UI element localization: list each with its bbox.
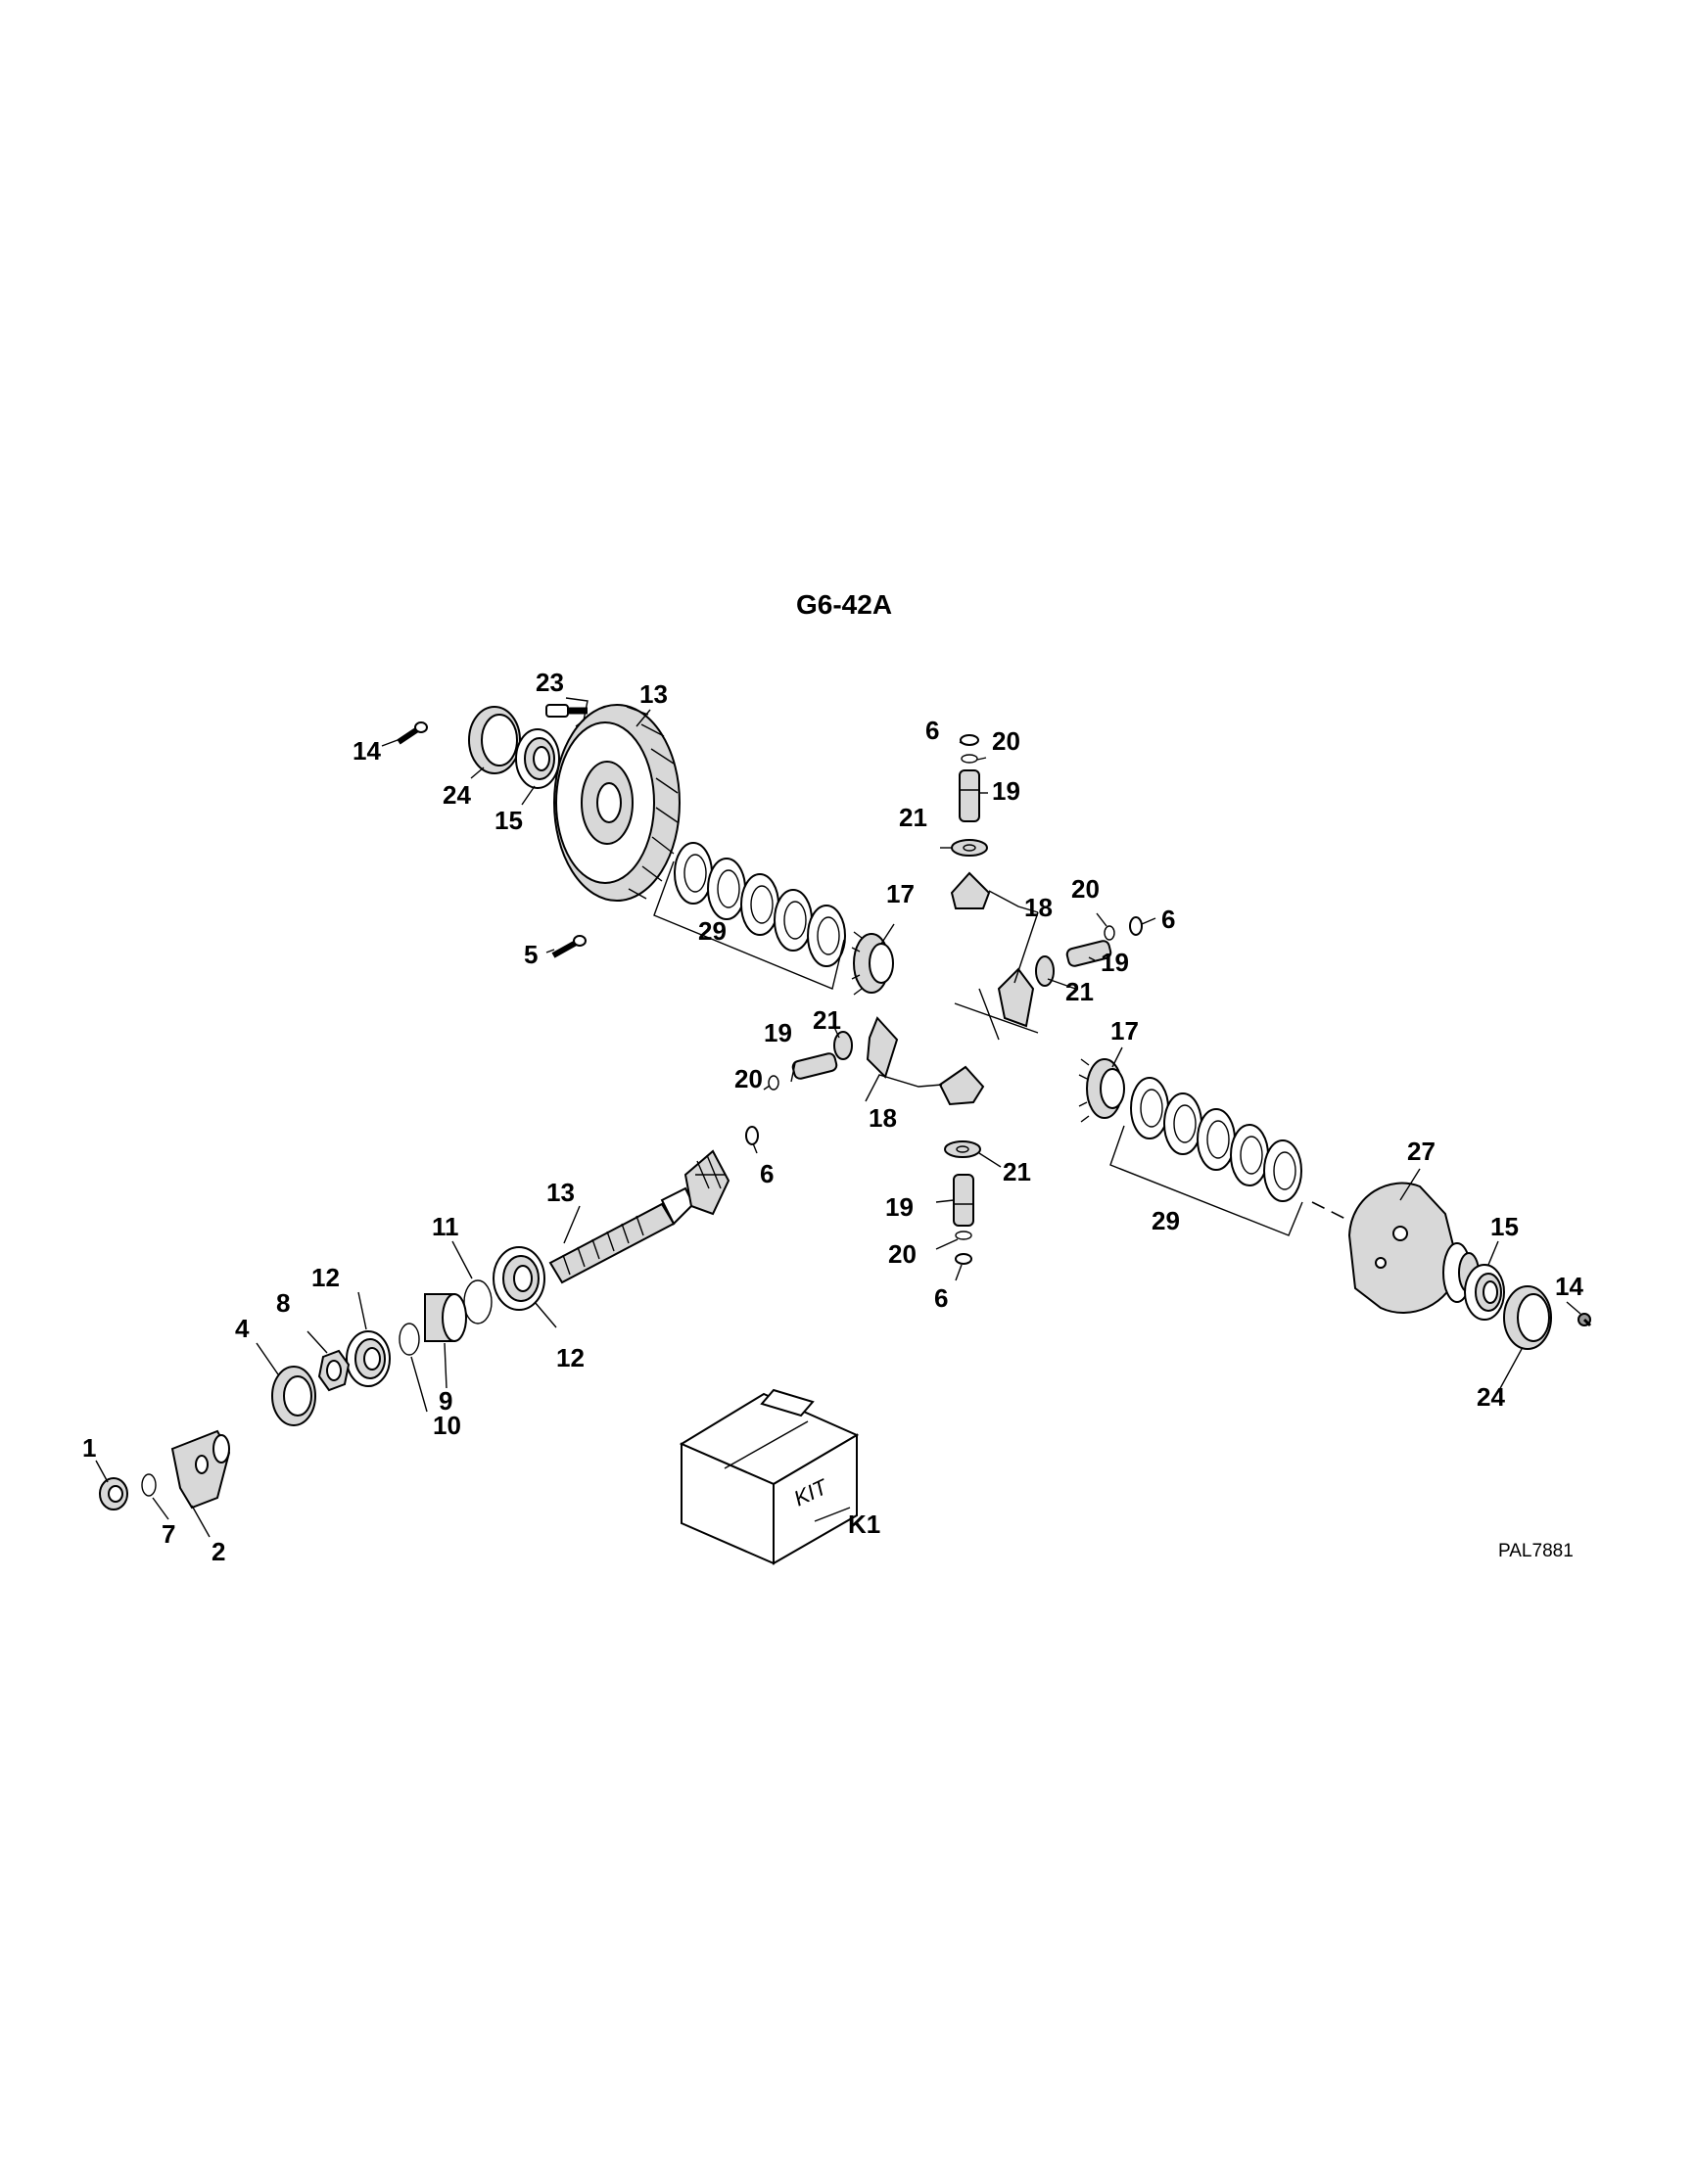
part-24-adjuster-nut bbox=[468, 706, 521, 774]
callout-13-pinion: 13 bbox=[546, 1178, 575, 1207]
callout-29-lower: 29 bbox=[1152, 1206, 1180, 1235]
part-7-washer bbox=[141, 1473, 157, 1497]
callout-9: 9 bbox=[439, 1386, 452, 1416]
callout-19-left: 19 bbox=[764, 1018, 792, 1047]
callout-20-left: 20 bbox=[734, 1064, 763, 1093]
callout-7: 7 bbox=[162, 1519, 175, 1549]
part-24-adjuster-nut-right bbox=[1503, 1285, 1552, 1350]
callout-20-right: 20 bbox=[1071, 874, 1100, 904]
part-14-screw bbox=[397, 721, 428, 745]
callout-19-top: 19 bbox=[992, 776, 1020, 806]
callout-21-right: 21 bbox=[1065, 977, 1094, 1006]
callout-18-left: 18 bbox=[869, 1103, 897, 1133]
callout-27: 27 bbox=[1407, 1137, 1436, 1166]
part-17-side-gear-upper bbox=[851, 931, 894, 996]
callout-17-upper: 17 bbox=[886, 879, 915, 908]
callout-24-right: 24 bbox=[1477, 1382, 1505, 1412]
callout-labels: 23 13 14 24 15 5 29 17 6 20 19 21 18 20 … bbox=[82, 668, 1583, 1566]
part-27-differential-case bbox=[1347, 1182, 1480, 1314]
callout-13-ring-gear: 13 bbox=[639, 679, 668, 709]
part-12-bearing-upper bbox=[493, 1246, 545, 1311]
part-19-cross-shaft-bottom bbox=[953, 1174, 974, 1227]
callout-5: 5 bbox=[524, 940, 538, 969]
reference-code: PAL7881 bbox=[1498, 1541, 1574, 1561]
part-20-washer-top bbox=[961, 754, 978, 764]
part-18-pinion-gear-right bbox=[997, 967, 1035, 1028]
callout-6-top: 6 bbox=[925, 716, 939, 745]
part-9-spacer bbox=[424, 1293, 467, 1342]
callout-8: 8 bbox=[276, 1288, 290, 1318]
callout-15-right: 15 bbox=[1490, 1212, 1519, 1241]
part-18-pinion-gear-top bbox=[950, 871, 991, 909]
callout-12-left: 12 bbox=[311, 1263, 340, 1292]
callout-6-right: 6 bbox=[1161, 905, 1175, 934]
callout-18-right: 18 bbox=[1024, 893, 1053, 922]
part-17-side-gear-lower bbox=[1078, 1058, 1125, 1123]
part-20-washer-left bbox=[768, 1075, 779, 1091]
callout-6-bottom: 6 bbox=[934, 1283, 948, 1313]
part-6-snap-ring-right bbox=[1129, 916, 1143, 936]
part-12-bearing-lower bbox=[346, 1330, 391, 1387]
callout-24-left: 24 bbox=[443, 780, 471, 810]
callout-29-upper: 29 bbox=[698, 916, 727, 946]
part-5-screw bbox=[551, 935, 587, 958]
part-20-washer-right bbox=[1104, 925, 1115, 941]
part-13-pinion-shaft bbox=[548, 1149, 730, 1284]
callout-21-bottom: 21 bbox=[1003, 1157, 1031, 1186]
part-18-pinion-gear-bottom bbox=[938, 1065, 985, 1106]
part-19-cross-shaft-left bbox=[791, 1052, 838, 1080]
center-axis-mark bbox=[954, 988, 1039, 1041]
callout-1: 1 bbox=[82, 1433, 96, 1463]
callout-17-lower: 17 bbox=[1110, 1016, 1139, 1046]
callout-12-right: 12 bbox=[556, 1343, 585, 1372]
part-1-nut bbox=[99, 1477, 128, 1510]
part-6-snap-ring-left bbox=[745, 1126, 759, 1145]
callout-4: 4 bbox=[235, 1314, 250, 1343]
callout-6-left: 6 bbox=[760, 1159, 774, 1188]
part-21-thrust-washer-bottom bbox=[944, 1140, 981, 1158]
kit-box-k1: KIT bbox=[679, 1388, 860, 1565]
part-19-cross-shaft-top bbox=[959, 769, 980, 822]
part-13-ring-gear bbox=[553, 704, 681, 902]
part-19-cross-shaft-right bbox=[1065, 940, 1112, 967]
part-15-bearing-right bbox=[1464, 1264, 1505, 1321]
part-20-washer-bottom bbox=[955, 1231, 972, 1240]
callout-20-bottom: 20 bbox=[888, 1239, 917, 1269]
part-6-snap-ring-top bbox=[960, 734, 979, 746]
callout-11: 11 bbox=[432, 1212, 459, 1241]
callout-19-bottom: 19 bbox=[885, 1192, 914, 1222]
callout-15-left: 15 bbox=[494, 806, 523, 835]
part-21-thrust-washer-left bbox=[833, 1031, 853, 1060]
part-10-shim bbox=[399, 1323, 420, 1356]
callout-k1: K1 bbox=[848, 1510, 880, 1539]
part-2-yoke bbox=[170, 1429, 231, 1510]
part-15-bearing bbox=[515, 728, 560, 789]
callout-10: 10 bbox=[433, 1411, 461, 1440]
callout-23: 23 bbox=[536, 668, 564, 697]
callout-14-right: 14 bbox=[1555, 1272, 1583, 1301]
part-21-thrust-washer-right bbox=[1035, 955, 1055, 987]
part-11-snap-ring bbox=[463, 1279, 493, 1324]
part-29-clutch-plates-upper bbox=[653, 842, 846, 990]
part-21-thrust-washer-top bbox=[951, 839, 988, 857]
callout-21-left: 21 bbox=[813, 1005, 841, 1035]
part-23-bolt bbox=[545, 704, 588, 718]
part-8-nut bbox=[317, 1349, 351, 1392]
callout-19-right: 19 bbox=[1101, 948, 1129, 977]
part-4-seal bbox=[271, 1366, 316, 1426]
callout-21-top: 21 bbox=[899, 803, 927, 832]
callout-14-left: 14 bbox=[353, 736, 381, 766]
part-29-clutch-plates-lower bbox=[1109, 1077, 1303, 1236]
part-18-pinion-gear-left bbox=[866, 1016, 899, 1079]
part-14-screw-right bbox=[1577, 1313, 1592, 1327]
part-6-snap-ring-bottom bbox=[955, 1253, 972, 1265]
diagram-title: G6-42A bbox=[796, 589, 892, 620]
callout-2: 2 bbox=[212, 1537, 225, 1566]
callout-20-top: 20 bbox=[992, 726, 1020, 756]
leader-lines bbox=[95, 697, 1581, 1538]
